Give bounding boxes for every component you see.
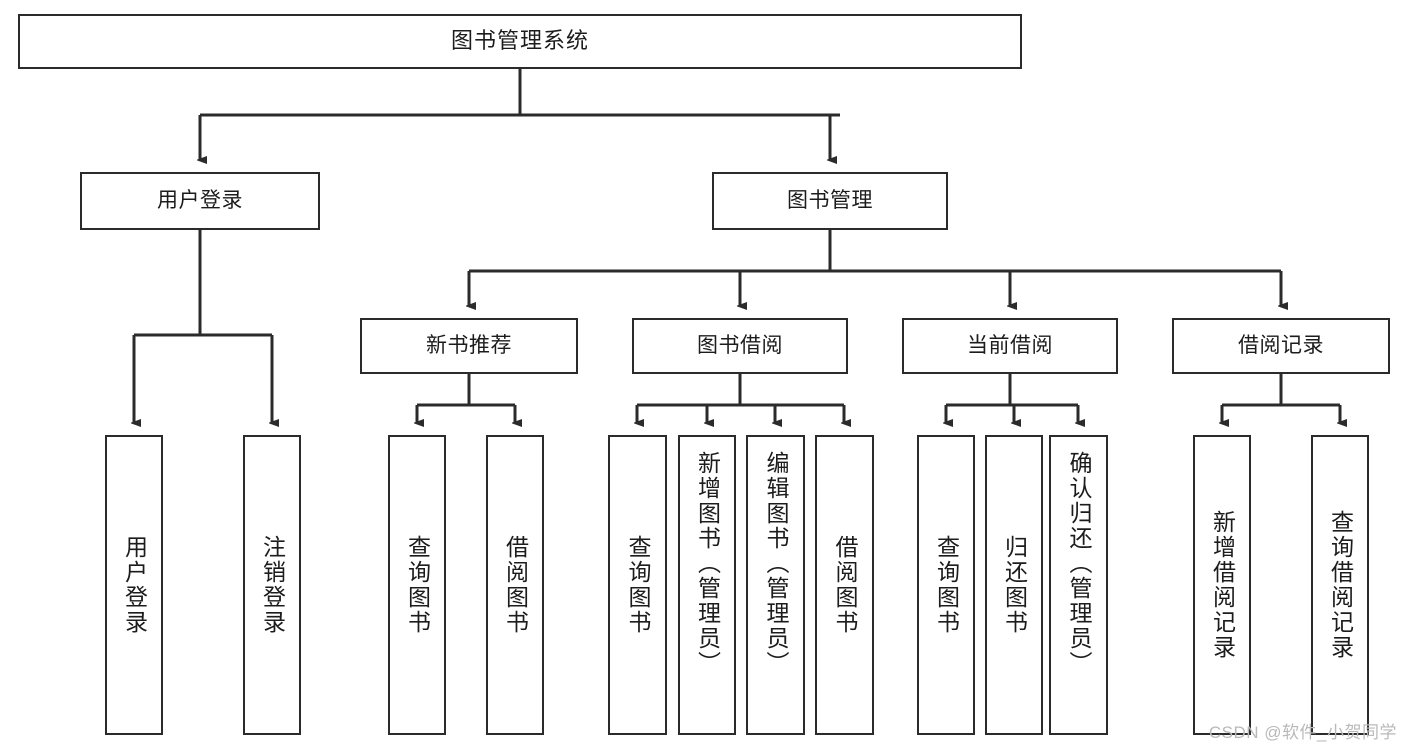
leaf-return-book[interactable]: 归还图书: [985, 435, 1043, 735]
leaf-borrow-book-recommend-label: 借阅图书: [502, 535, 529, 635]
leaf-logout-login[interactable]: 注销登录: [243, 435, 301, 735]
leaf-borrow-book-label: 借阅图书: [832, 535, 858, 635]
leaf-add-borrow-record[interactable]: 新增借阅记录: [1193, 435, 1251, 735]
leaf-query-borrow-record[interactable]: 查询借阅记录: [1311, 435, 1369, 735]
node-book-borrow[interactable]: 图书借阅: [632, 318, 848, 374]
node-current-borrow-label: 当前借阅: [967, 334, 1053, 358]
leaf-query-book-current[interactable]: 查询图书: [917, 435, 975, 735]
leaf-add-book[interactable]: 新增图书（管理员）: [678, 435, 736, 735]
leaf-query-borrow-record-label: 查询借阅记录: [1327, 510, 1354, 660]
node-user-login[interactable]: 用户登录: [80, 172, 320, 230]
leaf-return-book-label: 归还图书: [1001, 535, 1028, 635]
node-new-book-recommend[interactable]: 新书推荐: [360, 318, 578, 374]
leaf-edit-book[interactable]: 编辑图书（管理员）: [746, 435, 805, 735]
node-borrow-record-label: 借阅记录: [1238, 334, 1324, 358]
leaf-borrow-book[interactable]: 借阅图书: [815, 435, 874, 735]
node-root-label: 图书管理系统: [450, 28, 589, 54]
leaf-add-borrow-record-label: 新增借阅记录: [1209, 510, 1236, 660]
leaf-query-book-borrow-label: 查询图书: [625, 535, 651, 635]
leaf-add-book-label: 新增图书（管理员）: [694, 451, 721, 676]
node-book-manage[interactable]: 图书管理: [712, 172, 948, 230]
leaf-user-login-label: 用户登录: [121, 535, 148, 635]
node-new-book-recommend-label: 新书推荐: [426, 334, 512, 358]
node-current-borrow[interactable]: 当前借阅: [902, 318, 1118, 374]
leaf-query-book-recommend-label: 查询图书: [404, 535, 431, 635]
leaf-query-book-current-label: 查询图书: [933, 535, 960, 635]
leaf-edit-book-label: 编辑图书（管理员）: [763, 451, 789, 676]
leaf-user-login[interactable]: 用户登录: [105, 435, 163, 735]
leaf-logout-login-label: 注销登录: [259, 535, 286, 635]
node-book-borrow-label: 图书借阅: [697, 334, 783, 358]
node-root[interactable]: 图书管理系统: [18, 14, 1022, 69]
leaf-query-book-recommend[interactable]: 查询图书: [388, 435, 446, 735]
node-user-login-label: 用户登录: [157, 189, 243, 213]
node-book-manage-label: 图书管理: [787, 189, 873, 213]
leaf-confirm-return-label: 确认归还（管理员）: [1066, 451, 1092, 676]
leaf-borrow-book-recommend[interactable]: 借阅图书: [486, 435, 544, 735]
leaf-confirm-return[interactable]: 确认归还（管理员）: [1049, 435, 1108, 735]
node-borrow-record[interactable]: 借阅记录: [1172, 318, 1390, 374]
leaf-query-book-borrow[interactable]: 查询图书: [608, 435, 667, 735]
csdn-watermark: CSDN @软件_小贺同学: [1208, 723, 1397, 742]
